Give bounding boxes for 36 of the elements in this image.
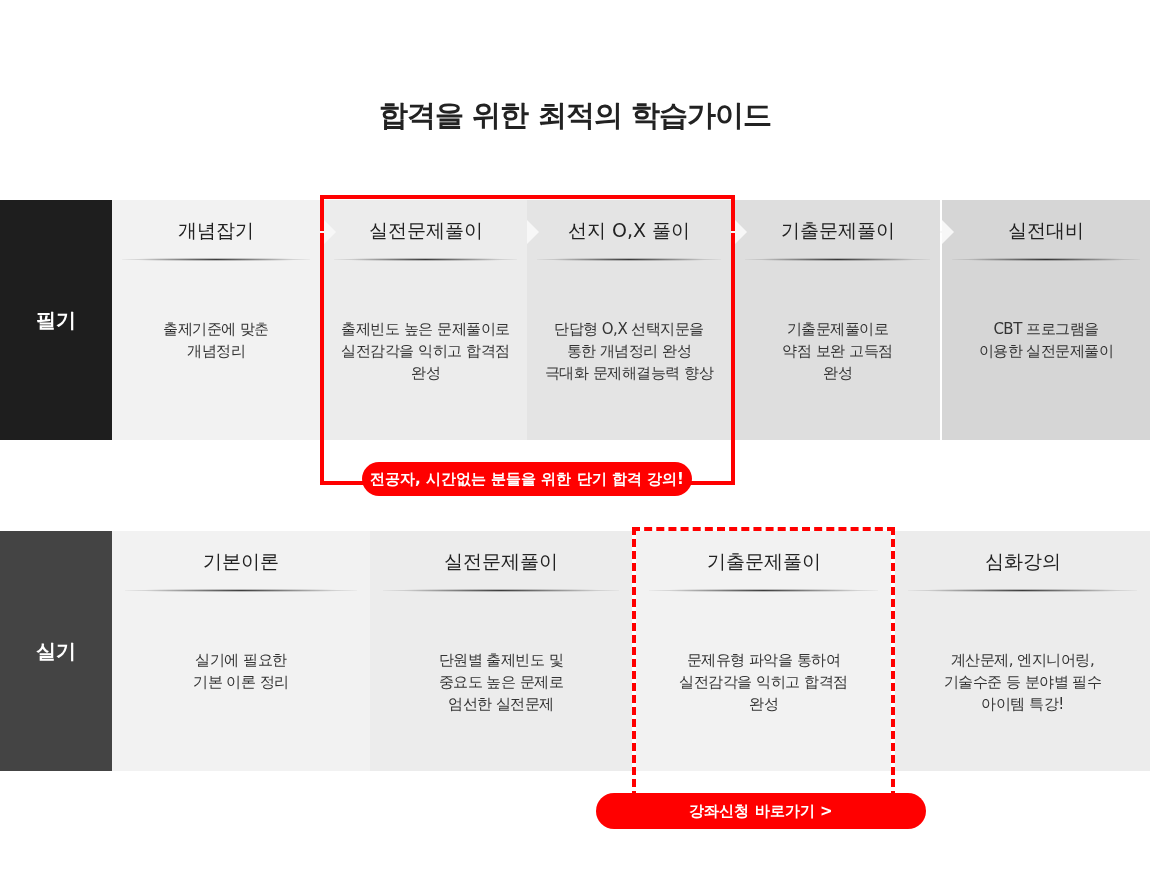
chevron-arrow <box>319 220 336 244</box>
row-label: 필기 <box>35 306 77 334</box>
step-description: 실기에 필요한 기본 이론 정리 <box>192 650 290 693</box>
step-description: 문제유형 파악을 통하여 실전감각을 익히고 합격점 완성 <box>678 650 849 715</box>
step-description: 단답형 O,X 선택지문을 통한 개념정리 완성 극대화 문제해결능력 향상 <box>544 319 714 384</box>
step-description: 출제기준에 맞춘 개념정리 <box>162 319 270 362</box>
step-title: 선지 O,X 풀이 <box>566 218 692 243</box>
step-card <box>527 200 731 440</box>
step-title: 실전문제풀이 <box>367 218 484 243</box>
chevron-arrow <box>939 220 954 244</box>
step-description: 계산문제, 엔지니어링, 기술수준 등 분야별 필수 아이템 특강! <box>942 650 1103 715</box>
step-card <box>112 200 320 440</box>
step-title: 실전문제풀이 <box>443 549 559 574</box>
step-description: 단원별 출제빈도 및 중요도 높은 문제로 엄선한 실전문제 <box>437 650 565 715</box>
step-card <box>895 531 1150 771</box>
page-title: 합격을 위한 최적의 학습가이드 <box>378 97 772 134</box>
step-title: 기본이론 <box>202 549 280 574</box>
step-card <box>942 200 1150 440</box>
step-card <box>324 200 527 440</box>
step-card <box>370 531 632 771</box>
row-header-panel <box>0 200 112 440</box>
step-title: 기출문제풀이 <box>705 549 822 574</box>
step-card <box>112 531 370 771</box>
enroll-button: 강좌신청 바로가기 > <box>596 793 926 829</box>
step-description: CBT 프로그램을 이용한 실전문제풀이 <box>977 319 1115 362</box>
step-title: 실전대비 <box>1007 218 1085 243</box>
step-title: 기출문제풀이 <box>779 218 896 243</box>
step-title: 개념잡기 <box>177 218 255 243</box>
row-label: 실기 <box>35 637 77 665</box>
highlight-tag: 전공자, 시간없는 분들을 위한 단기 합격 강의! <box>362 462 692 496</box>
step-title: 심화강의 <box>983 549 1062 574</box>
step-description: 기출문제풀이로 약점 보완 고득점 완성 <box>781 319 894 384</box>
row-header-panel <box>0 531 112 771</box>
step-description: 출제빈도 높은 문제풀이로 실전감각을 익히고 합격점 완성 <box>340 319 511 384</box>
chevron-arrow <box>730 220 747 244</box>
step-card <box>735 200 940 440</box>
